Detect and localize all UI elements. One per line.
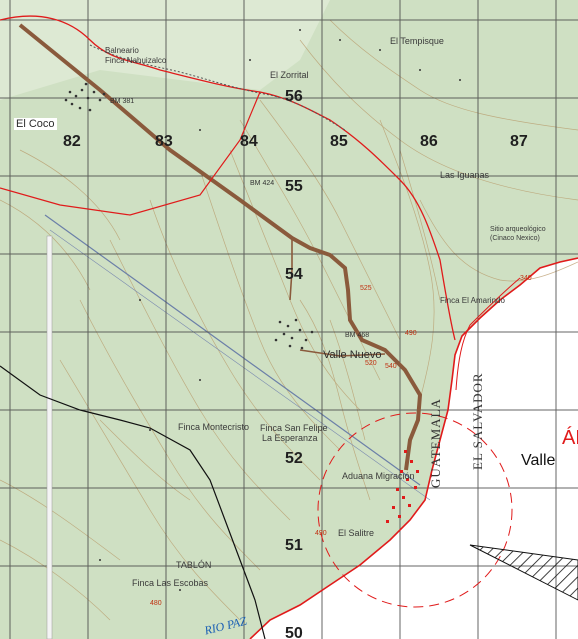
country-label-guatemala: GUATEMALA [428,398,443,488]
grid-col-82: 82 [63,133,81,150]
place-finca-san-felipe: Finca San Felipe [260,423,328,433]
area-label-title: ÁR [562,427,578,449]
elevation-label: 490 [405,330,417,337]
place-aduana-migracion: Aduana Migración [342,471,415,481]
settlement-dots [64,29,461,591]
place-sitio-arqueologico: Sitio arqueológico [490,226,546,233]
grid-row-55: 55 [285,178,303,195]
airstrip [46,235,53,639]
grid-row-50: 50 [285,625,303,639]
grid-row-56: 56 [285,88,303,105]
hatched-area [469,544,578,601]
white-region [250,258,578,639]
place-el-coco: El Coco [14,118,57,130]
grid-col-84: 84 [240,133,258,150]
transmission-line-2 [49,229,431,501]
elevation-label: 520 [365,360,377,367]
elevation-label: 340 [520,275,532,282]
place-finca-nahuizalco: Finca Nahuizalco [105,56,167,65]
place-cinaco-nexico: (Cinaco Nexico) [490,235,540,242]
elevation-label: 540 [385,363,397,370]
elevation-label: 490 [315,530,327,537]
national-border [249,257,578,639]
place-el-zorrital: El Zorrital [270,70,309,80]
area-label-subtitle: Valle [521,452,556,469]
border-town [386,450,419,523]
place-el-salitre: El Salitre [338,528,375,538]
country-label-el-salvador: EL SALVADOR [470,372,485,470]
place-tablon: TABLÓN [176,560,212,570]
national-border-inner [455,277,521,391]
grid-col-87: 87 [510,133,528,150]
transmission-line [44,214,421,486]
place-valle-nuevo: Valle Nuevo [323,349,382,361]
place-finca-el-amarindo: Finca El Amarindo [440,296,505,305]
main-road [18,23,423,471]
place-el-tempisque: El Tempisque [390,36,444,46]
municipal-line [0,365,266,639]
secondary-road [289,238,386,357]
grid-col-86: 86 [420,133,438,150]
place-finca-las-escobas: Finca Las Escobas [132,578,209,588]
grid-row-52: 52 [285,450,303,467]
elevation-label: 480 [150,600,162,607]
grid-row-54: 54 [285,266,303,283]
border-dotted-top [89,44,346,131]
elevation-label: BM 424 [250,180,275,187]
elevation-label: BM 381 [110,98,135,105]
elevation-label: BM 468 [345,332,370,339]
place-finca-montecristo: Finca Montecristo [178,422,250,432]
place-la-esperanza: La Esperanza [262,433,318,443]
grid-col-85: 85 [330,133,348,150]
grid-row-51: 51 [285,537,303,554]
admin-line-left [0,91,261,216]
place-las-iguanas: Las Iguanas [440,170,490,180]
place-balneario: Balneario [105,46,139,55]
study-area-circle [317,412,513,608]
grid-col-83: 83 [155,133,173,150]
elevation-label: 525 [360,285,372,292]
